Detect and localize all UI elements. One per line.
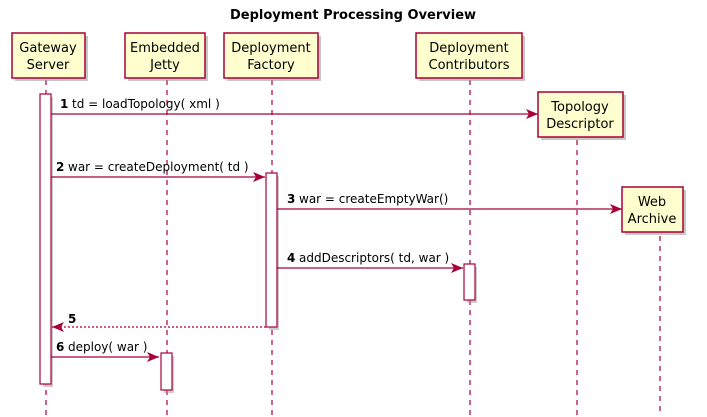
message-3-group: 3 war = createEmptyWar() (277, 192, 622, 214)
message-4-group: 4 addDescriptors( td, war ) (277, 251, 463, 273)
activation-embedded-jetty (160, 352, 173, 391)
message-6-group: 6 deploy( war ) (51, 340, 159, 362)
participant-topology-descriptor-label-line2: Descriptor (546, 117, 614, 132)
participant-deployment-contributors-box (415, 32, 523, 79)
message-6-label: deploy( war ) (68, 340, 148, 354)
message-1-seq: 1 (60, 97, 68, 111)
message-1-arrowhead-icon (526, 109, 538, 119)
participant-web-archive-label-line1: Web (638, 195, 666, 210)
participant-web-archive-box (621, 186, 684, 233)
participant-embedded-jetty[interactable]: Embedded Jetty (124, 32, 208, 81)
message-5-arrowhead-icon (52, 322, 64, 332)
activation-gateway-server (39, 93, 52, 385)
message-1-label: td = loadTopology( xml ) (72, 97, 220, 111)
participant-web-archive[interactable]: Web Archive (621, 186, 686, 235)
participant-topology-descriptor[interactable]: Topology Descriptor (537, 91, 626, 140)
activation-bars-group (39, 93, 477, 393)
participant-deployment-factory-label-line1: Deployment (231, 41, 311, 56)
participant-gateway-server[interactable]: Gateway Server (11, 32, 88, 81)
message-2-seq: 2 (56, 160, 64, 174)
participant-deployment-factory[interactable]: Deployment Factory (223, 32, 321, 81)
message-2-group: 2 war = createDeployment( td ) (51, 160, 265, 182)
message-3-arrowhead-icon (610, 204, 622, 214)
participant-gateway-server-box (11, 32, 86, 79)
participant-embedded-jetty-box (124, 32, 206, 79)
message-3-seq: 3 (287, 192, 295, 206)
message-3-label: war = createEmptyWar() (299, 192, 448, 206)
participant-embedded-jetty-label-line1: Embedded (130, 41, 200, 56)
participant-deployment-contributors-label-line1: Deployment (429, 41, 509, 56)
participant-deployment-contributors[interactable]: Deployment Contributors (415, 32, 525, 81)
page-title: Deployment Processing Overview (230, 8, 476, 23)
participant-web-archive-label-line2: Archive (628, 212, 677, 227)
message-2-label: war = createDeployment( td ) (68, 160, 249, 174)
message-6-arrowhead-icon (147, 352, 159, 362)
message-4-label: addDescriptors( td, war ) (299, 251, 449, 265)
participant-deployment-factory-label-line2: Factory (247, 58, 295, 73)
message-6-seq: 6 (56, 340, 64, 354)
participant-embedded-jetty-label-line2: Jetty (149, 58, 180, 73)
message-1-group: 1 td = loadTopology( xml ) (51, 97, 538, 119)
message-4-seq: 4 (287, 251, 295, 265)
participant-deployment-contributors-label-line2: Contributors (429, 58, 510, 73)
message-5-seq: 5 (68, 312, 76, 326)
activation-deployment-factory (265, 172, 278, 328)
message-4-arrowhead-icon (451, 263, 463, 273)
message-5-group: 5 (52, 312, 266, 332)
participant-topology-descriptor-box (537, 91, 624, 138)
participant-deployment-factory-box (223, 32, 319, 79)
participant-gateway-server-label-line2: Server (27, 58, 70, 73)
activation-deployment-contributors (463, 263, 476, 301)
message-2-arrowhead-icon (253, 172, 265, 182)
participant-gateway-server-label-line1: Gateway (19, 41, 77, 56)
participant-topology-descriptor-label-line1: Topology (550, 100, 609, 115)
